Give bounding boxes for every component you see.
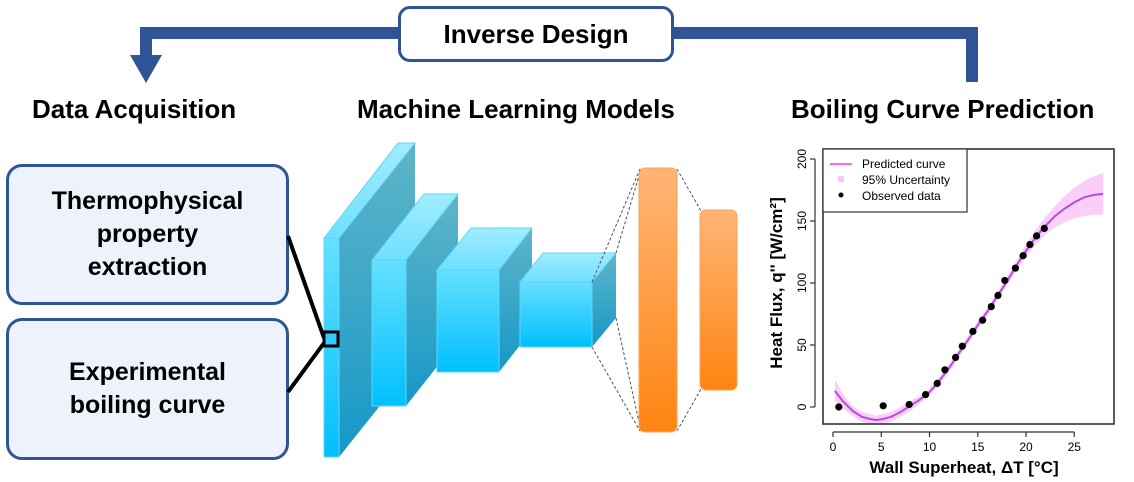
- x-tick-label: 5: [878, 440, 885, 454]
- input-box-experimental: Experimental boiling curve: [6, 318, 289, 460]
- observed-point: [1001, 276, 1009, 285]
- y-tick-label: 0: [795, 403, 809, 410]
- observed-point: [969, 327, 977, 335]
- dense-connector-lines: [591, 168, 702, 432]
- y-axis-label: Heat Flux, q'' [W/cm²]: [767, 197, 786, 368]
- x-tick-label: 20: [1019, 440, 1033, 454]
- plot-frame: [822, 148, 1115, 425]
- observed-point: [905, 400, 913, 409]
- observed-point: [933, 379, 941, 387]
- input-label-thermophysical: Thermophysical property extraction: [51, 187, 244, 281]
- y-tick-label: 50: [795, 338, 809, 352]
- observed-point: [952, 353, 960, 361]
- legend-swatch-band: [838, 176, 844, 182]
- conv-layer-4: [518, 252, 618, 348]
- inverse-design-box: Inverse Design: [398, 6, 674, 62]
- observed-point: [879, 402, 887, 410]
- inverse-design-label: Inverse Design: [443, 18, 629, 49]
- observed-point: [1033, 232, 1041, 240]
- dense-layer-2: [699, 209, 738, 391]
- y-tick-label: 200: [795, 149, 809, 169]
- observed-point: [987, 303, 995, 311]
- legend-label-curve: Predicted curve: [862, 157, 946, 171]
- dense-layer-1: [638, 167, 678, 433]
- x-axis-label: Wall Superheat, ΔT [°C]: [869, 458, 1058, 477]
- observed-point: [1019, 252, 1027, 260]
- x-tick-label: 25: [1068, 440, 1082, 454]
- input-label-experimental: Experimental boiling curve: [68, 358, 226, 419]
- y-axis: 0 50 100 150 200: [795, 149, 816, 410]
- observed-point: [922, 391, 930, 399]
- predicted-curve: [834, 192, 1104, 422]
- section-title-boiling-prediction: Boiling Curve Prediction: [791, 94, 1095, 124]
- x-tick-label: 15: [971, 440, 985, 454]
- observed-point: [958, 342, 966, 350]
- section-title-data-acquisition: Data Acquisition: [32, 94, 237, 124]
- observed-point: [1011, 264, 1020, 272]
- input-patch-square: [322, 330, 340, 348]
- observed-point: [941, 366, 949, 374]
- observed-points-layer: [835, 224, 1048, 411]
- observed-point: [1040, 224, 1048, 232]
- connector-line-bottom: [286, 341, 326, 394]
- y-tick-label: 100: [795, 273, 809, 293]
- legend: Predicted curve 95% Uncertainty Observed…: [822, 148, 968, 213]
- connector-line-top: [286, 235, 326, 339]
- legend-label-band: 95% Uncertainty: [862, 173, 950, 187]
- legend-label-points: Observed data: [862, 189, 941, 203]
- x-tick-label: 0: [830, 440, 837, 454]
- observed-point: [1026, 241, 1034, 249]
- predicted-curve-layer: [834, 192, 1104, 422]
- section-title-ml-models: Machine Learning Models: [357, 94, 675, 124]
- y-tick-label: 150: [795, 211, 809, 231]
- x-axis: 0 5 10 15 20 25: [830, 431, 1082, 454]
- x-tick-label: 10: [923, 440, 937, 454]
- observed-point: [994, 291, 1002, 299]
- legend-box: [822, 148, 968, 213]
- input-box-thermophysical: Thermophysical property extraction: [6, 164, 289, 305]
- observed-point: [835, 403, 843, 411]
- legend-swatch-points: [838, 192, 844, 198]
- observed-point: [979, 316, 987, 324]
